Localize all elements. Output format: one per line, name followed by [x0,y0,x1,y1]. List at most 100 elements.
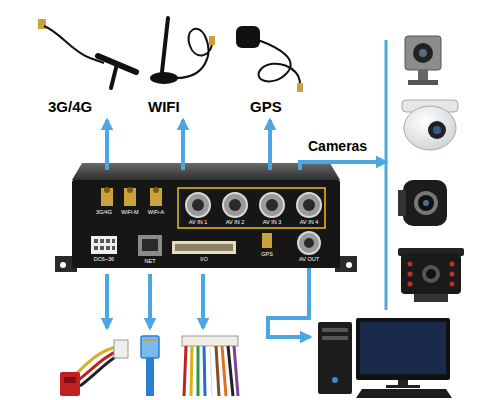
camera-bracket [385,40,388,310]
dome-camera-part [428,121,446,139]
mobile-dvr-part [94,246,98,250]
mobile-dvr-part [100,239,104,243]
rear-camera-part [408,262,413,267]
gps-antenna [236,26,303,92]
wifi-antenna-part [150,72,178,84]
computer-part [322,328,348,332]
mobile-dvr-part [262,233,272,248]
port-label: WiFi-A [148,209,165,215]
mobile-dvr-part [260,193,284,217]
output-arrows-part [201,274,205,328]
computer-part [318,322,352,394]
io-cable [182,336,238,396]
mini-camera-part [419,49,427,57]
gps-antenna-part [258,40,300,84]
computer-part [356,318,450,380]
computer-part [386,385,420,388]
power-cable-part [76,350,120,382]
signal-arrow [105,120,109,170]
rear-camera-part [450,262,455,267]
item-label: 3G/4G [48,98,92,115]
mobile-dvr-part [346,262,352,268]
mobile-dvr-part [72,180,340,268]
mobile-dvr-part [303,199,315,211]
rear-camera-part [408,272,413,277]
camera-group: Cameras [386,30,476,315]
side-camera [398,180,447,226]
dome-camera-part [404,106,456,150]
port-label: 3G/4G [96,209,112,215]
io-cable-part [216,346,219,396]
io-cable-part [222,346,226,396]
side-camera-part [398,190,406,216]
mini-camera-part [408,80,438,85]
output-arrows-part [148,274,152,328]
side-camera-part [423,200,429,206]
mobile-dvr-part [178,188,325,228]
computer-part [360,322,446,374]
rear-camera-part [450,272,455,277]
mobile-dvr-part [104,187,110,193]
wifi-antenna-part [209,36,215,45]
mobile-dvr-part [192,199,204,211]
io-cable-part [234,346,238,396]
mini-camera-part [413,43,433,63]
gps-antenna-part [297,83,303,92]
wifi-antenna-part [162,18,168,72]
ethernet-cable-part [141,336,159,358]
port-label: I/O [200,256,207,262]
mobile-dvr-part [106,239,110,243]
mobile-dvr-part [60,262,66,268]
port-label: WiFi-M [121,209,138,215]
mobile-dvr-part [229,199,241,211]
rear-camera-part [426,269,436,279]
dvr-unit: 3G/4GWiFi-MWiFi-AAV IN 1AV IN 2AV IN 3AV… [65,170,340,272]
port-label: AV IN 4 [300,219,319,225]
dome-camera [402,100,458,150]
port-label: NET [145,258,156,264]
mobile-dvr [55,163,357,272]
mobile-dvr-part [112,246,115,250]
mobile-dvr-part [94,239,98,243]
mobile-dvr-part [304,238,314,248]
io-cable-part [184,346,186,396]
gps-antenna-part [236,26,260,48]
signal-arrow [268,120,272,170]
power-cable-part [60,372,80,396]
signal-arrow [181,120,185,170]
output-arrows-part [105,274,109,328]
rear-camera-part [450,282,455,287]
mobile-dvr-part [101,188,113,206]
mobile-dvr-part [91,236,117,254]
rear-camera-part [401,254,461,294]
mobile-dvr-part [297,193,321,217]
mobile-dvr-part [175,244,233,251]
port-label: AV OUT [299,256,319,262]
io-cable-part [191,346,192,396]
mobile-dvr-part [100,246,104,250]
port-label: AV IN 3 [263,219,282,225]
mobile-dvr-part [266,199,278,211]
mobile-dvr-part [124,188,136,206]
mobile-dvr-part [138,235,162,256]
computer-part [332,377,338,383]
rear-camera-part [408,282,413,287]
mobile-dvr-part [142,239,158,251]
lte-antenna [38,19,136,88]
mobile-dvr-part [153,187,159,193]
output-arrows [107,268,310,337]
port-label: AV IN 2 [226,219,245,225]
mobile-dvr-part [127,187,133,193]
mini-camera [405,36,441,85]
output-arrows-part [268,268,310,337]
io-cable-part [197,346,200,396]
mini-camera-part [405,36,441,70]
mobile-dvr-part [172,241,236,254]
lte-antenna-part [111,64,117,88]
signal-arrow [300,162,386,170]
ethernet-cable [141,336,159,396]
computer-part [322,336,348,340]
item-label: GPS [250,98,282,115]
